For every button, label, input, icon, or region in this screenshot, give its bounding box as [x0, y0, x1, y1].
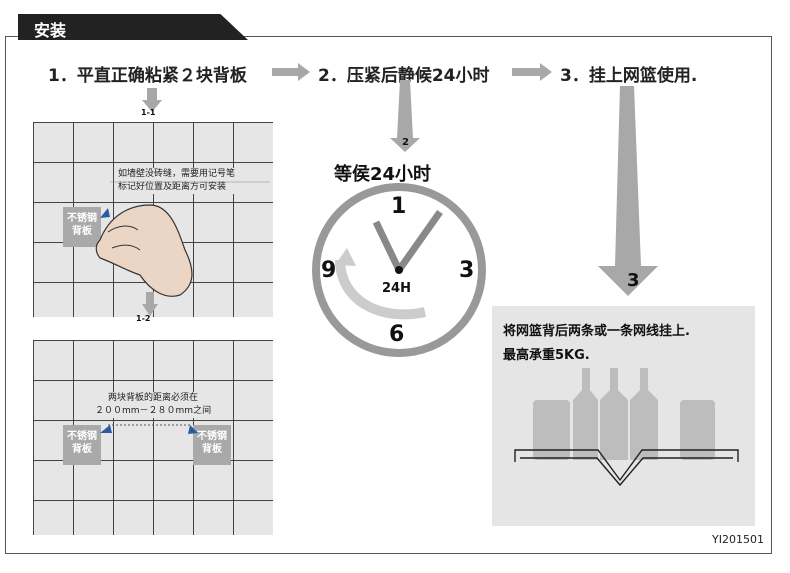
section-title: 安装 — [34, 21, 67, 40]
marker-2: 2 — [402, 137, 409, 148]
step-3-label: 3．挂上网篮使用. — [560, 66, 698, 86]
clock-number-6: 6 — [389, 322, 405, 347]
arrow-1-2 — [142, 292, 158, 316]
marker-right — [188, 425, 198, 434]
plate-right-label-2: 背板 — [202, 444, 222, 455]
clock-minute-hand — [396, 209, 443, 273]
clock-center — [395, 266, 403, 274]
panel-1-note-line-2: 标记好位置及距离方可安装 — [118, 182, 227, 192]
plate-left-label-1: 不锈钢 — [67, 431, 97, 442]
plate-label-2: 背板 — [72, 226, 92, 237]
marker-1-1: 1-1 — [141, 108, 156, 117]
content-frame — [5, 36, 772, 554]
marker-3: 3 — [627, 270, 640, 291]
clock-number-9: 9 — [321, 258, 337, 283]
basket-line-1: 将网篮背后两条或一条网线挂上. — [503, 324, 690, 339]
hand-illustration — [95, 204, 193, 297]
marker-pen — [100, 208, 110, 218]
product-code: YI201501 — [712, 533, 764, 546]
step-arrow-2 — [512, 63, 552, 81]
arrow-1-1 — [142, 88, 162, 112]
clock-title: 等侯24小时 — [334, 164, 432, 185]
wire-basket — [514, 449, 739, 482]
backplate-panel-1: 不锈钢 背板 — [63, 207, 101, 247]
step-2-label: 2．压紧后静候24小时 — [318, 66, 490, 86]
backplate-right: 不锈钢 背板 — [193, 425, 231, 465]
basket-line-2: 最高承重5KG. — [503, 348, 590, 363]
clock-number-1: 1 — [391, 194, 407, 219]
marker-1-2: 1-2 — [136, 314, 151, 323]
step-1-label: 1．平直正确粘紧２块背板 — [48, 66, 247, 86]
backplate-left: 不锈钢 背板 — [63, 425, 101, 465]
section-tab: 安装 — [18, 14, 248, 40]
clock-center-label: 24H — [382, 281, 411, 296]
plate-right-label-1: 不锈钢 — [197, 431, 227, 442]
clock-number-3: 3 — [459, 258, 475, 283]
arrow-2 — [390, 80, 420, 152]
arrow-3 — [598, 86, 658, 296]
plate-left-label-2: 背板 — [72, 444, 92, 455]
step-arrow-1 — [272, 63, 310, 81]
clock-hour-hand — [372, 220, 403, 272]
panel-2-note-line-1: 两块背板的距离必须在 — [108, 393, 199, 403]
clock-rotation-arc — [335, 259, 427, 320]
panel-1-note-line-1: 如墙壁没砖缝，需要用记号笔 — [118, 169, 236, 179]
marker-left — [100, 425, 112, 433]
plate-label-1: 不锈钢 — [67, 213, 97, 224]
bottles — [533, 368, 715, 460]
panel-2-note-line-2: ２００mm－２８０mm之间 — [95, 406, 212, 416]
panel-1-note: 如墙壁没砖缝，需要用记号笔 标记好位置及距离方可安装 — [118, 168, 236, 194]
panel-2-note: 两块背板的距离必须在 ２００mm－２８０mm之间 — [95, 392, 212, 418]
